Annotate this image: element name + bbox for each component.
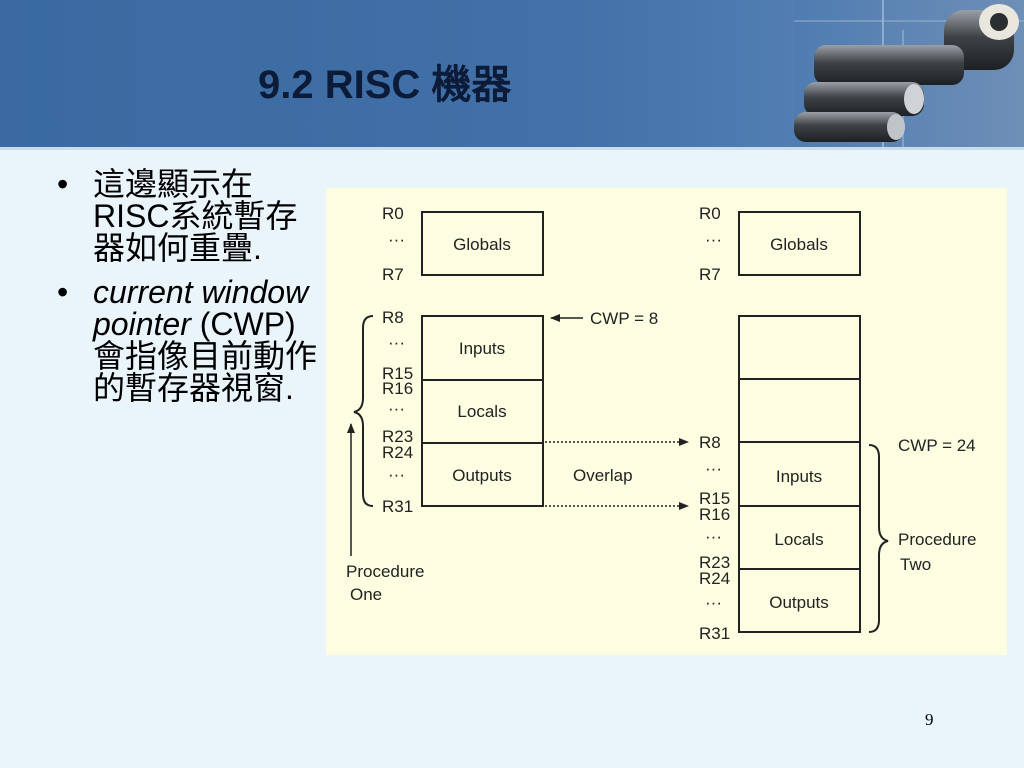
left-globals-ellipsis: ···: [388, 230, 405, 249]
bullet-item: • current window pointer (CWP) 會指像目前動作的暫…: [55, 276, 325, 404]
overlap-label: Overlap: [573, 466, 633, 485]
bullet-marker: •: [57, 166, 69, 202]
register-window-svg: Globals R0 ··· R7 Inputs Locals Outputs …: [346, 204, 976, 643]
right-inputs-top-reg: R8: [699, 433, 721, 452]
right-locals-ellipsis: ···: [705, 527, 722, 546]
left-outputs-box: [421, 442, 544, 507]
left-inputs-label: Inputs: [459, 339, 505, 358]
right-prev-locals-box: [738, 378, 861, 443]
cwp-24-label: CWP = 24: [898, 436, 976, 455]
right-inputs-label: Inputs: [776, 467, 822, 486]
left-inputs-top-reg: R8: [382, 308, 404, 327]
right-globals-ellipsis: ···: [705, 230, 722, 249]
left-locals-label: Locals: [457, 402, 506, 421]
procedure-one-brace: [353, 315, 374, 507]
right-outputs-bottom-reg: R31: [699, 624, 730, 643]
right-outputs-box: [738, 568, 861, 633]
right-prev-outputs-box: [738, 315, 861, 380]
left-outputs-top-reg: R24: [382, 443, 413, 462]
right-globals-label: Globals: [770, 235, 828, 254]
bullet-item: • 這邊顯示在RISC系統暫存器如何重疊.: [55, 168, 325, 264]
left-outputs-ellipsis: ···: [388, 465, 405, 484]
procedure-one-label-line1: Procedure: [346, 562, 424, 581]
right-globals-top-reg: R0: [699, 204, 721, 223]
procedure-two-label-line1: Procedure: [898, 530, 976, 549]
left-locals-top-reg: R16: [382, 379, 413, 398]
left-globals-bottom-reg: R7: [382, 265, 404, 284]
right-inputs-ellipsis: ···: [705, 459, 722, 478]
left-inputs-bottom-reg: R15: [382, 364, 413, 383]
pipe-photo-image: [794, 0, 1024, 147]
procedure-two-brace: [868, 444, 889, 633]
slide-header: 9.2 RISC 機器: [0, 0, 1024, 150]
slide-title: 9.2 RISC 機器: [258, 63, 512, 107]
bullet-text: (CWP) 會指像目前動作的暫存器視窗.: [93, 306, 318, 406]
right-outputs-top-reg: R24: [699, 569, 730, 588]
right-globals-bottom-reg: R7: [699, 265, 721, 284]
right-outputs-ellipsis: ···: [705, 593, 722, 612]
bullet-emphasis: current window pointer: [93, 274, 309, 342]
left-globals-top-reg: R0: [382, 204, 404, 223]
left-globals-label: Globals: [453, 235, 511, 254]
left-outputs-label: Outputs: [452, 466, 512, 485]
left-globals-box: [421, 211, 544, 276]
left-locals-bottom-reg: R23: [382, 427, 413, 446]
bullet-list: • 這邊顯示在RISC系統暫存器如何重疊. • current window p…: [55, 168, 325, 416]
right-outputs-label: Outputs: [769, 593, 829, 612]
bullet-text: 這邊顯示在RISC系統暫存器如何重疊.: [93, 166, 298, 266]
right-locals-top-reg: R16: [699, 505, 730, 524]
register-window-diagram: Globals R0 ··· R7 Inputs Locals Outputs …: [326, 188, 1007, 655]
right-locals-bottom-reg: R23: [699, 553, 730, 572]
right-locals-label: Locals: [774, 530, 823, 549]
bullet-marker: •: [57, 274, 69, 310]
page-number: 9: [925, 710, 934, 729]
left-locals-ellipsis: ···: [388, 399, 405, 418]
left-outputs-bottom-reg: R31: [382, 497, 413, 516]
cwp-8-label: CWP = 8: [590, 309, 658, 328]
right-inputs-bottom-reg: R15: [699, 489, 730, 508]
procedure-two-label-line2: Two: [900, 555, 931, 574]
procedure-one-label-line2: One: [350, 585, 382, 604]
right-globals-box: [738, 211, 861, 276]
left-inputs-ellipsis: ···: [388, 333, 405, 352]
